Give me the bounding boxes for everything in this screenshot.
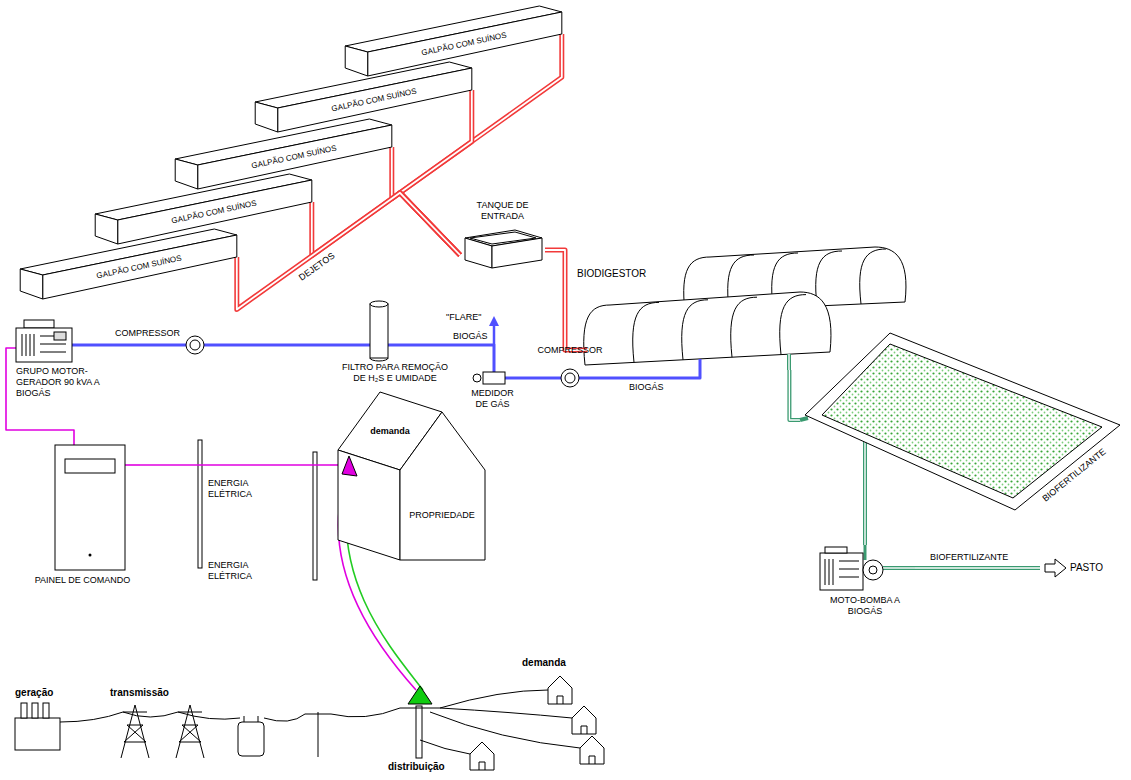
node-shape <box>575 240 910 370</box>
pipe-line <box>140 464 330 466</box>
compressor: COMPRESSOR <box>115 328 210 364</box>
power-grid <box>15 676 604 770</box>
pipe-line <box>520 377 530 380</box>
pipe-connector <box>392 147 460 255</box>
energy-label: ENERGIA ELÉTRICA <box>208 478 268 500</box>
pipe-line <box>112 344 115 347</box>
inlet-tank: TANQUE DE ENTRADA <box>460 200 545 275</box>
pipe-line <box>789 370 800 420</box>
pipe-line <box>392 147 460 255</box>
pipe-label: BIOGÁS <box>452 331 489 342</box>
node-text: MEDIDOR DE GÁS <box>465 388 520 410</box>
gas-meter: MEDIDOR DE GÁS <box>465 368 520 412</box>
control-panel: PAINEL DE COMANDO <box>25 445 140 595</box>
pipe-connector <box>610 370 700 378</box>
pipe-connector <box>789 370 800 420</box>
node-text: COMPRESSOR <box>530 345 610 356</box>
biodigester: BIODIGESTOR <box>575 240 910 370</box>
pipe-line <box>863 515 867 545</box>
icon-space <box>815 545 915 595</box>
node-text: GRUPO MOTOR-GERADOR 90 kVA A BIOGÁS <box>14 366 112 399</box>
flare-arrow <box>489 316 499 345</box>
node-text: COMPRESSOR <box>115 328 210 339</box>
pipe-connector <box>545 250 575 350</box>
flow-label: BIOFERTILIZANTE <box>930 552 1008 562</box>
node-text: TANQUE DE ENTRADA <box>460 200 545 222</box>
motor-pump: MOTO-BOMBA A BIOGÁS <box>815 545 915 625</box>
pipe-connector <box>865 515 866 545</box>
grid-label: transmissão <box>110 687 169 698</box>
pipe-line <box>545 250 575 350</box>
destination-label: PASTO <box>1070 562 1103 573</box>
pipe-label: BIOGÁS <box>628 382 665 393</box>
pipe-connector <box>140 465 330 466</box>
node-shape <box>800 330 1125 515</box>
icon-space <box>14 318 112 366</box>
node-text: PAINEL DE COMANDO <box>25 575 140 586</box>
pipe-label: DEJETOS <box>296 250 338 284</box>
energy-label: ENERGIA ELÉTRICA <box>208 560 268 582</box>
node-text: PROPRIEDADE <box>409 510 475 520</box>
node-text: demanda <box>370 426 410 436</box>
pipe-line <box>864 515 865 545</box>
pipe-connector <box>210 345 340 346</box>
node-shape <box>340 300 450 400</box>
node-shape <box>330 390 490 565</box>
pipe-connector <box>520 378 530 379</box>
biofertilizer-pond: BIOFERTILIZANTE <box>800 330 1125 515</box>
pipe-line <box>450 345 494 368</box>
pipe-line <box>789 370 800 420</box>
node-text: BIODIGESTOR <box>577 268 646 279</box>
icon-space <box>340 300 450 362</box>
grid-label: demanda <box>522 657 566 668</box>
pipe-line <box>392 147 460 255</box>
icon-space <box>25 445 140 575</box>
node-text: MOTO-BOMBA A BIOGÁS <box>815 595 915 617</box>
flare-label: "FLARE" <box>446 312 481 322</box>
pipe-line <box>545 250 575 350</box>
power-pole <box>198 440 317 580</box>
property-house: demandaPROPRIEDADE <box>330 390 490 565</box>
grid-label: distribuição <box>388 761 445 772</box>
compressor: COMPRESSOR <box>530 345 610 393</box>
pipe-line <box>210 344 340 347</box>
icon-space <box>465 368 520 388</box>
pipe-line <box>610 370 700 378</box>
generator-set: GRUPO MOTOR-GERADOR 90 kVA A BIOGÁS <box>14 318 112 408</box>
pipe-connector <box>450 345 494 368</box>
filter: FILTRO PARA REMOÇÃO DE H₂S E UMIDADE <box>340 300 450 400</box>
node-shape <box>25 445 140 595</box>
pipe-connector <box>112 345 115 346</box>
barn-building: GALPÃO COM SUÍNOS <box>10 225 245 305</box>
node-text: FILTRO PARA REMOÇÃO DE H₂S E UMIDADE <box>340 362 450 384</box>
grid-label: geração <box>15 687 53 698</box>
